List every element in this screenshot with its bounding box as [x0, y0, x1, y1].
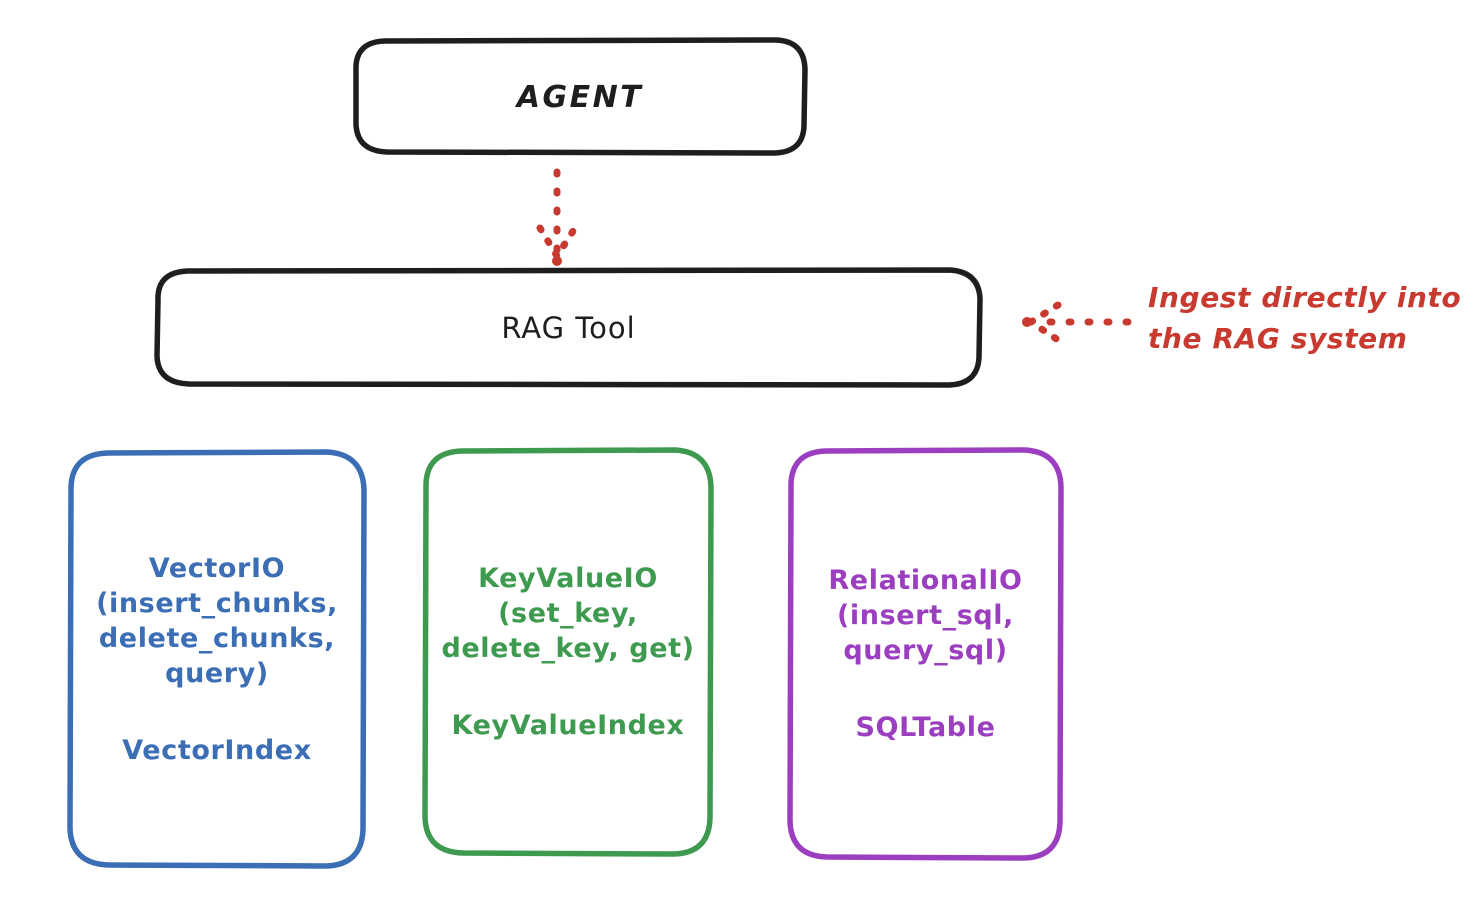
agent-label: AGENT: [516, 79, 644, 115]
ingest-annotation-label: Ingest directly into the RAG system: [1148, 281, 1462, 355]
relational-io-node[interactable]: RelationalIO (insert_sql, query_sql) SQL…: [790, 450, 1061, 858]
vector-io-index-label: VectorIndex: [122, 735, 312, 767]
vector-io-api-label: VectorIO (insert_chunks, delete_chunks, …: [96, 552, 338, 690]
vector-io-node[interactable]: VectorIO (insert_chunks, delete_chunks, …: [70, 452, 364, 867]
rag-tool-label: RAG Tool: [501, 311, 636, 345]
agent-box-outline: [353, 37, 808, 156]
ingest-arrow: [1022, 301, 1132, 344]
rag-tool-node[interactable]: RAG Tool: [157, 270, 980, 386]
key-value-io-index-label: KeyValueIndex: [451, 710, 685, 742]
relational-io-box-outline: [787, 447, 1064, 861]
rag-tool-box-outline: [154, 267, 983, 388]
key-value-io-node[interactable]: KeyValueIO (set_key, delete_key, get) Ke…: [425, 450, 711, 854]
relational-io-index-label: SQLTable: [855, 712, 996, 744]
key-value-io-box-outline: [422, 447, 714, 857]
agent-to-rag-tool-arrow: [536, 168, 579, 266]
vector-io-box-outline: [67, 449, 367, 869]
key-value-io-api-label: KeyValueIO (set_key, delete_key, get): [441, 562, 695, 664]
agent-node[interactable]: AGENT: [355, 40, 805, 154]
relational-io-api-label: RelationalIO (insert_sql, query_sql): [828, 564, 1023, 666]
